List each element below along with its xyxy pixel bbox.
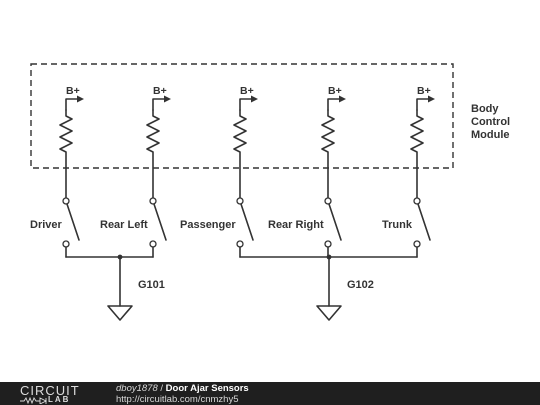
switch-label: Rear Right bbox=[268, 219, 324, 231]
channel-1: B+ Driver bbox=[30, 85, 84, 258]
author-link[interactable]: dboy1878 bbox=[116, 383, 158, 394]
switch-lever bbox=[65, 200, 80, 241]
supply-wire bbox=[65, 98, 79, 111]
pull-up-resistor bbox=[59, 109, 73, 199]
supply-arrow-icon bbox=[251, 95, 258, 103]
footer-caption: dboy1878 / Door Ajar Sensors http://circ… bbox=[116, 384, 249, 405]
module-label-line-1: Body bbox=[471, 103, 499, 115]
channel-2: B+ Rear Left bbox=[100, 85, 171, 258]
switch-top-terminal bbox=[324, 197, 332, 205]
supply-arrow-icon bbox=[339, 95, 346, 103]
supply-wire bbox=[239, 98, 253, 111]
logo-text-bottom: LAB bbox=[48, 395, 71, 404]
switch-label: Trunk bbox=[382, 219, 413, 231]
switch-lever bbox=[152, 200, 167, 241]
caption-separator: / bbox=[157, 383, 166, 394]
switch-bottom-terminal bbox=[149, 240, 157, 248]
switch-top-terminal bbox=[149, 197, 157, 205]
body-control-module-boundary bbox=[30, 63, 454, 169]
module-label-line-2: Control bbox=[471, 116, 510, 128]
supply-arrow-icon bbox=[428, 95, 435, 103]
pull-up-resistor bbox=[233, 109, 247, 199]
channel-4: B+ Rear Right bbox=[268, 85, 346, 258]
switch-bottom-terminal bbox=[236, 240, 244, 248]
footer-bar: CIRCUIT LAB dboy1878 / Door Ajar Sensors… bbox=[0, 382, 540, 405]
supply-label-b-plus: B+ bbox=[66, 85, 80, 97]
channel-3: B+ Passenger bbox=[180, 85, 258, 258]
pull-up-resistor bbox=[321, 109, 335, 199]
switch-lever bbox=[416, 200, 431, 241]
switch-top-terminal bbox=[236, 197, 244, 205]
logo-wave-icon bbox=[20, 397, 48, 404]
switch-label: Passenger bbox=[180, 219, 236, 231]
supply-label-b-plus: B+ bbox=[240, 85, 254, 97]
supply-label-b-plus: B+ bbox=[153, 85, 167, 97]
switch-bottom-terminal bbox=[62, 240, 70, 248]
switch-bottom-terminal bbox=[324, 240, 332, 248]
supply-arrow-icon bbox=[77, 95, 84, 103]
switch-top-terminal bbox=[62, 197, 70, 205]
ground-network-1: G101 bbox=[65, 254, 165, 321]
supply-label-b-plus: B+ bbox=[417, 85, 431, 97]
switch-label: Rear Left bbox=[100, 219, 148, 231]
ground-label: G102 bbox=[347, 279, 374, 291]
switch-top-terminal bbox=[413, 197, 421, 205]
ground-symbol-icon bbox=[316, 305, 342, 321]
supply-wire bbox=[327, 98, 341, 111]
pull-up-resistor bbox=[410, 109, 424, 199]
pull-up-resistor bbox=[146, 109, 160, 199]
logo-text-top: CIRCUIT bbox=[20, 383, 80, 398]
circuit-title: Door Ajar Sensors bbox=[165, 383, 249, 394]
channel-5: B+ Trunk bbox=[382, 85, 435, 258]
ground-label: G101 bbox=[138, 279, 165, 291]
switch-bottom-terminal bbox=[413, 240, 421, 248]
switch-lever bbox=[327, 200, 342, 241]
circuitlab-logo: CIRCUIT LAB bbox=[20, 384, 98, 404]
ground-networks: G101 G102 bbox=[65, 254, 418, 321]
switch-lever bbox=[239, 200, 254, 241]
switch-label: Driver bbox=[30, 219, 63, 231]
supply-label-b-plus: B+ bbox=[328, 85, 342, 97]
supply-wire bbox=[416, 98, 430, 111]
supply-wire bbox=[152, 98, 166, 111]
circuit-url-link[interactable]: http://circuitlab.com/cnmzhy5 bbox=[116, 394, 239, 405]
module-label-line-3: Module bbox=[471, 129, 510, 141]
ground-symbol-icon bbox=[107, 305, 133, 321]
sensor-channels: B+ Driver B+ Rear Left B+ Passenger B+ Rear Rig… bbox=[30, 85, 435, 258]
ground-network-2: G102 bbox=[239, 254, 418, 321]
supply-arrow-icon bbox=[164, 95, 171, 103]
